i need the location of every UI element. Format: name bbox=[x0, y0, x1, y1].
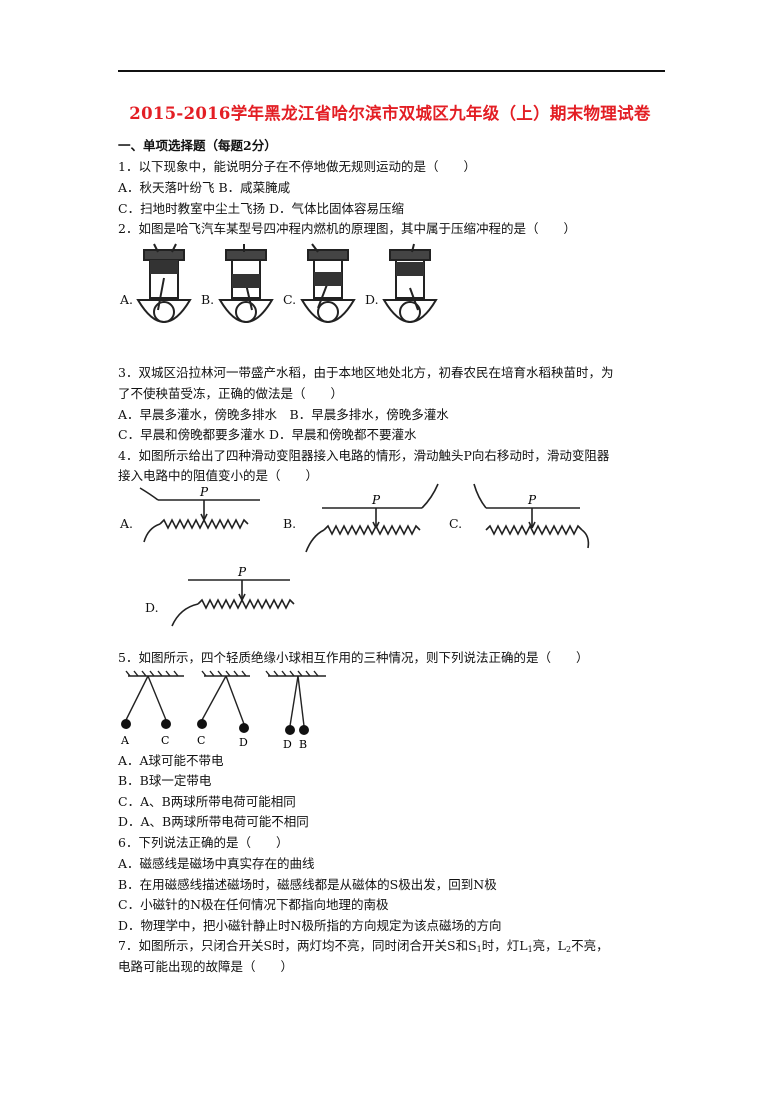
q3-stem-line2: 了不使秧苗受冻，正确的做法是（ ） bbox=[118, 386, 344, 401]
rheostat-d-p-label: P bbox=[237, 565, 247, 579]
q6-stem: 6．下列说法正确的是（ ） bbox=[118, 835, 289, 850]
q2-label-b: B. bbox=[201, 292, 215, 307]
q2-stem: 2．如图是哈飞汽车某型号四冲程内燃机的原理图，其中属于压缩冲程的是（ ） bbox=[118, 221, 576, 236]
ball-label-c-1: C bbox=[161, 734, 169, 747]
header-rule bbox=[118, 70, 665, 72]
q5-stem: 5．如图所示，四个轻质绝缘小球相互作用的三种情况，则下列说法正确的是（ ） bbox=[118, 650, 589, 665]
q5-option-d: D．A、B两球所带电荷可能不相同 bbox=[118, 814, 309, 829]
rheostat-diagram-b: P bbox=[305, 483, 439, 553]
ball-label-c-2: C bbox=[197, 734, 205, 747]
q3-options-cd: C．早晨和傍晚都要多灌水 D．早晨和傍晚都不要灌水 bbox=[118, 427, 417, 442]
q4-label-d: D. bbox=[145, 600, 159, 615]
ball-label-b: B bbox=[299, 738, 307, 751]
q6-option-d: D．物理学中，把小磁针静止时N极所指的方向规定为该点磁场的方向 bbox=[118, 918, 502, 933]
ball-label-d-2: D bbox=[283, 738, 292, 751]
q7-stem-line2: 电路可能出现的故障是（ ） bbox=[118, 959, 294, 974]
q5-option-b: B．B球一定带电 bbox=[118, 773, 212, 788]
q3-options-ab: A．早晨多灌水，傍晚多排水 B．早晨多排水，傍晚多灌水 bbox=[118, 407, 449, 422]
rheostat-diagram-d: P bbox=[171, 565, 295, 627]
engine-diagram-d bbox=[382, 243, 438, 323]
engine-diagram-b bbox=[218, 244, 274, 323]
q5-option-a: A．A球可能不带电 bbox=[118, 753, 224, 768]
q4-stem-line1: 4．如图所示给出了四种滑动变阻器接入电路的情形，滑动触头P向右移动时，滑动变阻器 bbox=[118, 448, 610, 463]
q3-stem-line1: 3．双城区沿拉林河一带盛产水稻，由于本地区地处北方，初春农民在培育水稻秧苗时，为 bbox=[118, 365, 614, 380]
rheostat-diagram-c: P bbox=[473, 483, 590, 549]
ball-label-d-1: D bbox=[239, 736, 248, 749]
rheostat-a-p-label: P bbox=[199, 485, 209, 499]
q1-stem: 1．以下现象中，能说明分子在不停地做无规则运动的是（ ） bbox=[118, 159, 476, 174]
q7-stem-line1: 7．如图所示，只闭合开关S时，两灯均不亮，同时闭合开关S和S1时，灯L1亮，L2… bbox=[118, 938, 609, 954]
rheostat-diagram-a: P bbox=[139, 485, 260, 543]
page-title: 2015-2016学年黑龙江省哈尔滨市双城区九年级（上）期末物理试卷 bbox=[129, 104, 651, 123]
q1-options-ab: A．秋天落叶纷飞 B．咸菜腌咸 bbox=[118, 180, 291, 195]
q2-label-c: C. bbox=[283, 292, 297, 307]
q4-label-b: B. bbox=[283, 516, 297, 531]
q6-option-c: C．小磁针的N极在任何情况下都指向地理的南极 bbox=[118, 897, 389, 912]
q4-label-a: A. bbox=[120, 516, 134, 531]
q6-option-b: B．在用磁感线描述磁场时，磁感线都是从磁体的S极出发，回到N极 bbox=[118, 877, 497, 892]
q1-options-cd: C．扫地时教室中尘土飞扬 D．气体比固体容易压缩 bbox=[118, 201, 405, 216]
q5-option-c: C．A、B两球所带电荷可能相同 bbox=[118, 794, 296, 809]
ball-label-a: A bbox=[120, 734, 130, 747]
charged-balls-diagram: A C C D D B bbox=[120, 670, 326, 751]
engine-diagram-c bbox=[300, 243, 356, 323]
q6-option-a: A．磁感线是磁场中真实存在的曲线 bbox=[118, 856, 315, 871]
q2-label-d: D. bbox=[365, 292, 379, 307]
section-heading: 一、单项选择题（每题2分） bbox=[118, 138, 277, 153]
engine-diagram-a bbox=[136, 243, 192, 323]
rheostat-b-p-label: P bbox=[371, 493, 381, 507]
q2-label-a: A. bbox=[120, 292, 134, 307]
q4-label-c: C. bbox=[449, 516, 463, 531]
rheostat-c-p-label: P bbox=[527, 493, 537, 507]
q4-stem-line2: 接入电路中的阻值变小的是（ ） bbox=[118, 468, 319, 483]
